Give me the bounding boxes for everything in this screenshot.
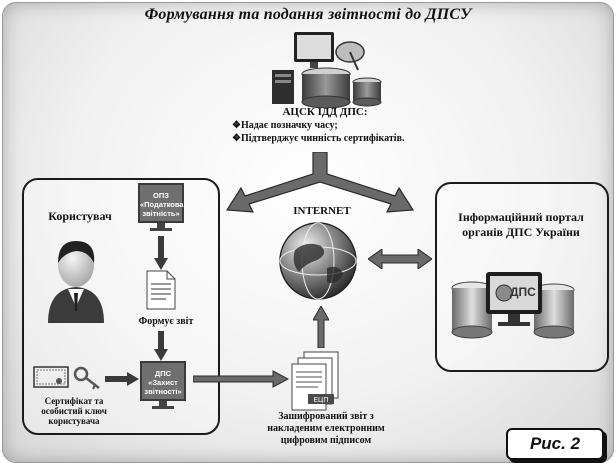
portal-servers-icon bbox=[451, 272, 575, 339]
dps-monitor-icon: ДПС «Захист звітності» bbox=[140, 361, 186, 411]
server-feature-list: ❖Надає позначку часу; ❖Підтверджує чинні… bbox=[232, 119, 404, 145]
encrypted-report-icon: ЕЦП bbox=[291, 351, 339, 411]
certificate-label: Сертифікат та особистий ключ користувача bbox=[41, 396, 107, 426]
figure-label: Рис. 2 bbox=[506, 428, 604, 460]
diagram-title: Формування та подання звітності до ДПСУ bbox=[144, 6, 472, 23]
certificate-key-icon bbox=[33, 366, 100, 390]
server-title: АЦСК ІДД ДПС: bbox=[282, 106, 368, 118]
arrow-up-icon bbox=[313, 306, 329, 348]
dps-box: ДПС «Захист звітності» bbox=[140, 361, 186, 401]
portal-logo-text: ДПС bbox=[510, 285, 536, 299]
portal-panel bbox=[435, 182, 609, 372]
server-cluster-icon bbox=[272, 32, 382, 108]
encrypted-report-label: Зашифрований звіт з накладеним електронн… bbox=[267, 411, 385, 446]
svg-text:ЕЦП: ЕЦП bbox=[313, 396, 328, 404]
server-feature-item: ❖Надає позначку часу; bbox=[232, 120, 338, 131]
double-arrow-icon bbox=[368, 249, 432, 269]
arrow-down-icon bbox=[154, 331, 168, 361]
arrow-right-icon bbox=[193, 370, 289, 388]
user-avatar-icon bbox=[48, 241, 104, 323]
internet-label: INTERNET bbox=[293, 205, 351, 217]
arrow-right-icon bbox=[105, 372, 139, 386]
forms-report-label: Формує звіт bbox=[138, 316, 194, 327]
portal-title: Інформаційний портал органів ДПС України bbox=[458, 210, 584, 239]
globe-icon bbox=[279, 222, 357, 300]
fork-arrow-icon bbox=[225, 152, 415, 213]
arrow-down-icon bbox=[154, 236, 168, 270]
server-feature-item: ❖Підтверджує чинність сертифікатів. bbox=[232, 133, 405, 144]
opz-monitor-icon: ОПЗ «Податкова звітність» bbox=[138, 183, 184, 233]
document-icon bbox=[146, 270, 176, 310]
user-label: Користувач bbox=[48, 209, 112, 223]
opz-box: ОПЗ «Податкова звітність» bbox=[138, 183, 184, 223]
